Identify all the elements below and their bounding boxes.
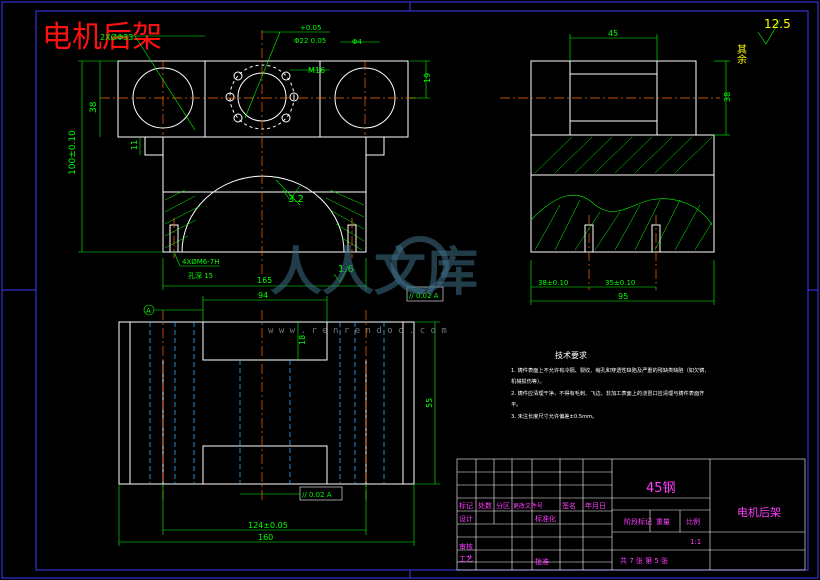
tech-notes-heading: 技术要求 [555, 350, 587, 360]
depth-note: 孔深 15 [188, 271, 213, 280]
tech-note-line: 平。 [511, 401, 521, 408]
side-dim-total-w: 95 [618, 292, 628, 301]
tech-note-line: 3. 未注长度尺寸允许偏差±0.5mm。 [511, 412, 597, 420]
front-lower-body [162, 191, 367, 253]
tb-scale-value: 1:1 [690, 538, 701, 546]
technical-notes: 技术要求 1. 铸件表面上不允许有冷隔、裂纹、缩孔和穿透性缺陷及严重的残缺类缺陷… [511, 350, 710, 420]
side-view: 45 38 38±0.10 35±0.10 95 [500, 29, 732, 305]
dim-hole-d: Φ22 0.05 [294, 37, 326, 45]
watermark: 人人文库 w w w . r e n r e n d o c . c o m [268, 236, 478, 336]
tb-header-mark: 标记 [459, 501, 473, 510]
bottom-dim-inner-h: 18 [298, 335, 307, 345]
bottom-dim-total-w: 160 [258, 533, 273, 542]
dim-width-total: 165 [257, 276, 272, 285]
bottom-view: 94 18 // 0.02 A A 55 // 0.02 A 124±0.05 … [118, 286, 444, 546]
side-dim-h-right: 38 [723, 92, 732, 102]
front-view: 100±0.10 38 11 19 2XØΦ33 +0.05 Φ22 0.05 … [68, 24, 432, 290]
tech-note-line: 2. 铸件应清理干净，不得有毛刺、飞边、非加工表面上的浇冒口应清理与铸件表面齐 [511, 389, 704, 397]
part-name: 电机后架 [737, 505, 781, 519]
tech-note-line: 1. 铸件表面上不允许有冷隔、裂纹、缩孔和穿透性缺陷及严重的残缺类缺陷（如欠铸、 [511, 366, 710, 374]
title-block-left-grid [457, 459, 612, 570]
dim-height-total: 100±0.10 [68, 130, 78, 175]
bottom-dim-hole-span: 124±0.05 [248, 521, 288, 530]
tb-approve-label: 批准 [535, 557, 549, 566]
drawing-title: 电机后架 [42, 20, 162, 55]
dim-top-a: 2XØΦ33 [100, 32, 133, 42]
material: 45钢 [646, 481, 676, 496]
side-dim-bottom-mid: 35±0.10 [605, 279, 635, 287]
side-dim-bottom-left: 38±0.10 [538, 279, 568, 287]
bottom-dim-top-w: 94 [258, 291, 268, 300]
datum-label: A [146, 307, 151, 315]
tb-header-sign: 签名 [562, 501, 576, 510]
tb-header-change-doc: 更改文件号 [513, 502, 543, 510]
tb-sheet-count: 共 7 张 第 5 张 [620, 556, 668, 565]
roughness-label: 其余 [735, 44, 747, 65]
watermark-url: w w w . r e n r e n d o c . c o m [268, 326, 447, 336]
dim-h-right: 19 [423, 73, 432, 83]
dim-h-small: 11 [130, 140, 139, 150]
tb-reviewer-label: 审核 [459, 542, 473, 551]
tb-process-label: 工艺 [459, 555, 473, 563]
dim-hole-tol: +0.05 [300, 24, 321, 32]
side-hatch-lower [534, 199, 713, 251]
tol-frame-top: // 0.02 A [409, 292, 439, 300]
tb-header-count: 处数 [478, 501, 492, 510]
thread-note: 4XØM6-7H [182, 258, 220, 266]
dim-arc-r: 3.2 [288, 194, 304, 205]
front-top-body [117, 60, 409, 138]
dim-d-right: Φ4 [352, 38, 363, 46]
side-dim-top-w: 45 [608, 29, 618, 38]
front-hatch-right [325, 189, 365, 251]
tb-designer-label: 设计 [459, 514, 473, 523]
tb-stage-label: 阶段标记 [624, 517, 652, 526]
tol-frame-bottom: // 0.02 A [302, 491, 332, 499]
side-lower-body [530, 174, 715, 253]
tb-header-date: 年月日 [585, 501, 606, 510]
rough-small: 1.6 [338, 264, 354, 275]
side-hatch-upper [534, 136, 713, 174]
roughness-value: 12.5 [764, 17, 791, 31]
tb-standard-label: 标准化 [535, 514, 556, 523]
title-block: 45钢 电机后架 标记 处数 分区 更改文件号 签名 年月日 设计 标准化 阶段… [456, 458, 806, 571]
tb-scale-label: 比例 [686, 517, 700, 526]
dim-m16: M16 [308, 66, 325, 75]
tech-note-line: 机械损伤等）。 [511, 377, 545, 385]
bottom-hidden-lines [149, 322, 385, 484]
watermark-text: 人人文库 [270, 243, 478, 303]
bottom-dim-height: 55 [425, 398, 434, 408]
roughness-symbol: 12.5 其余 [735, 17, 791, 65]
tb-weight-label: 重量 [656, 518, 670, 526]
dim-h-left: 38 [89, 101, 99, 113]
tb-header-zone: 分区 [496, 501, 510, 510]
